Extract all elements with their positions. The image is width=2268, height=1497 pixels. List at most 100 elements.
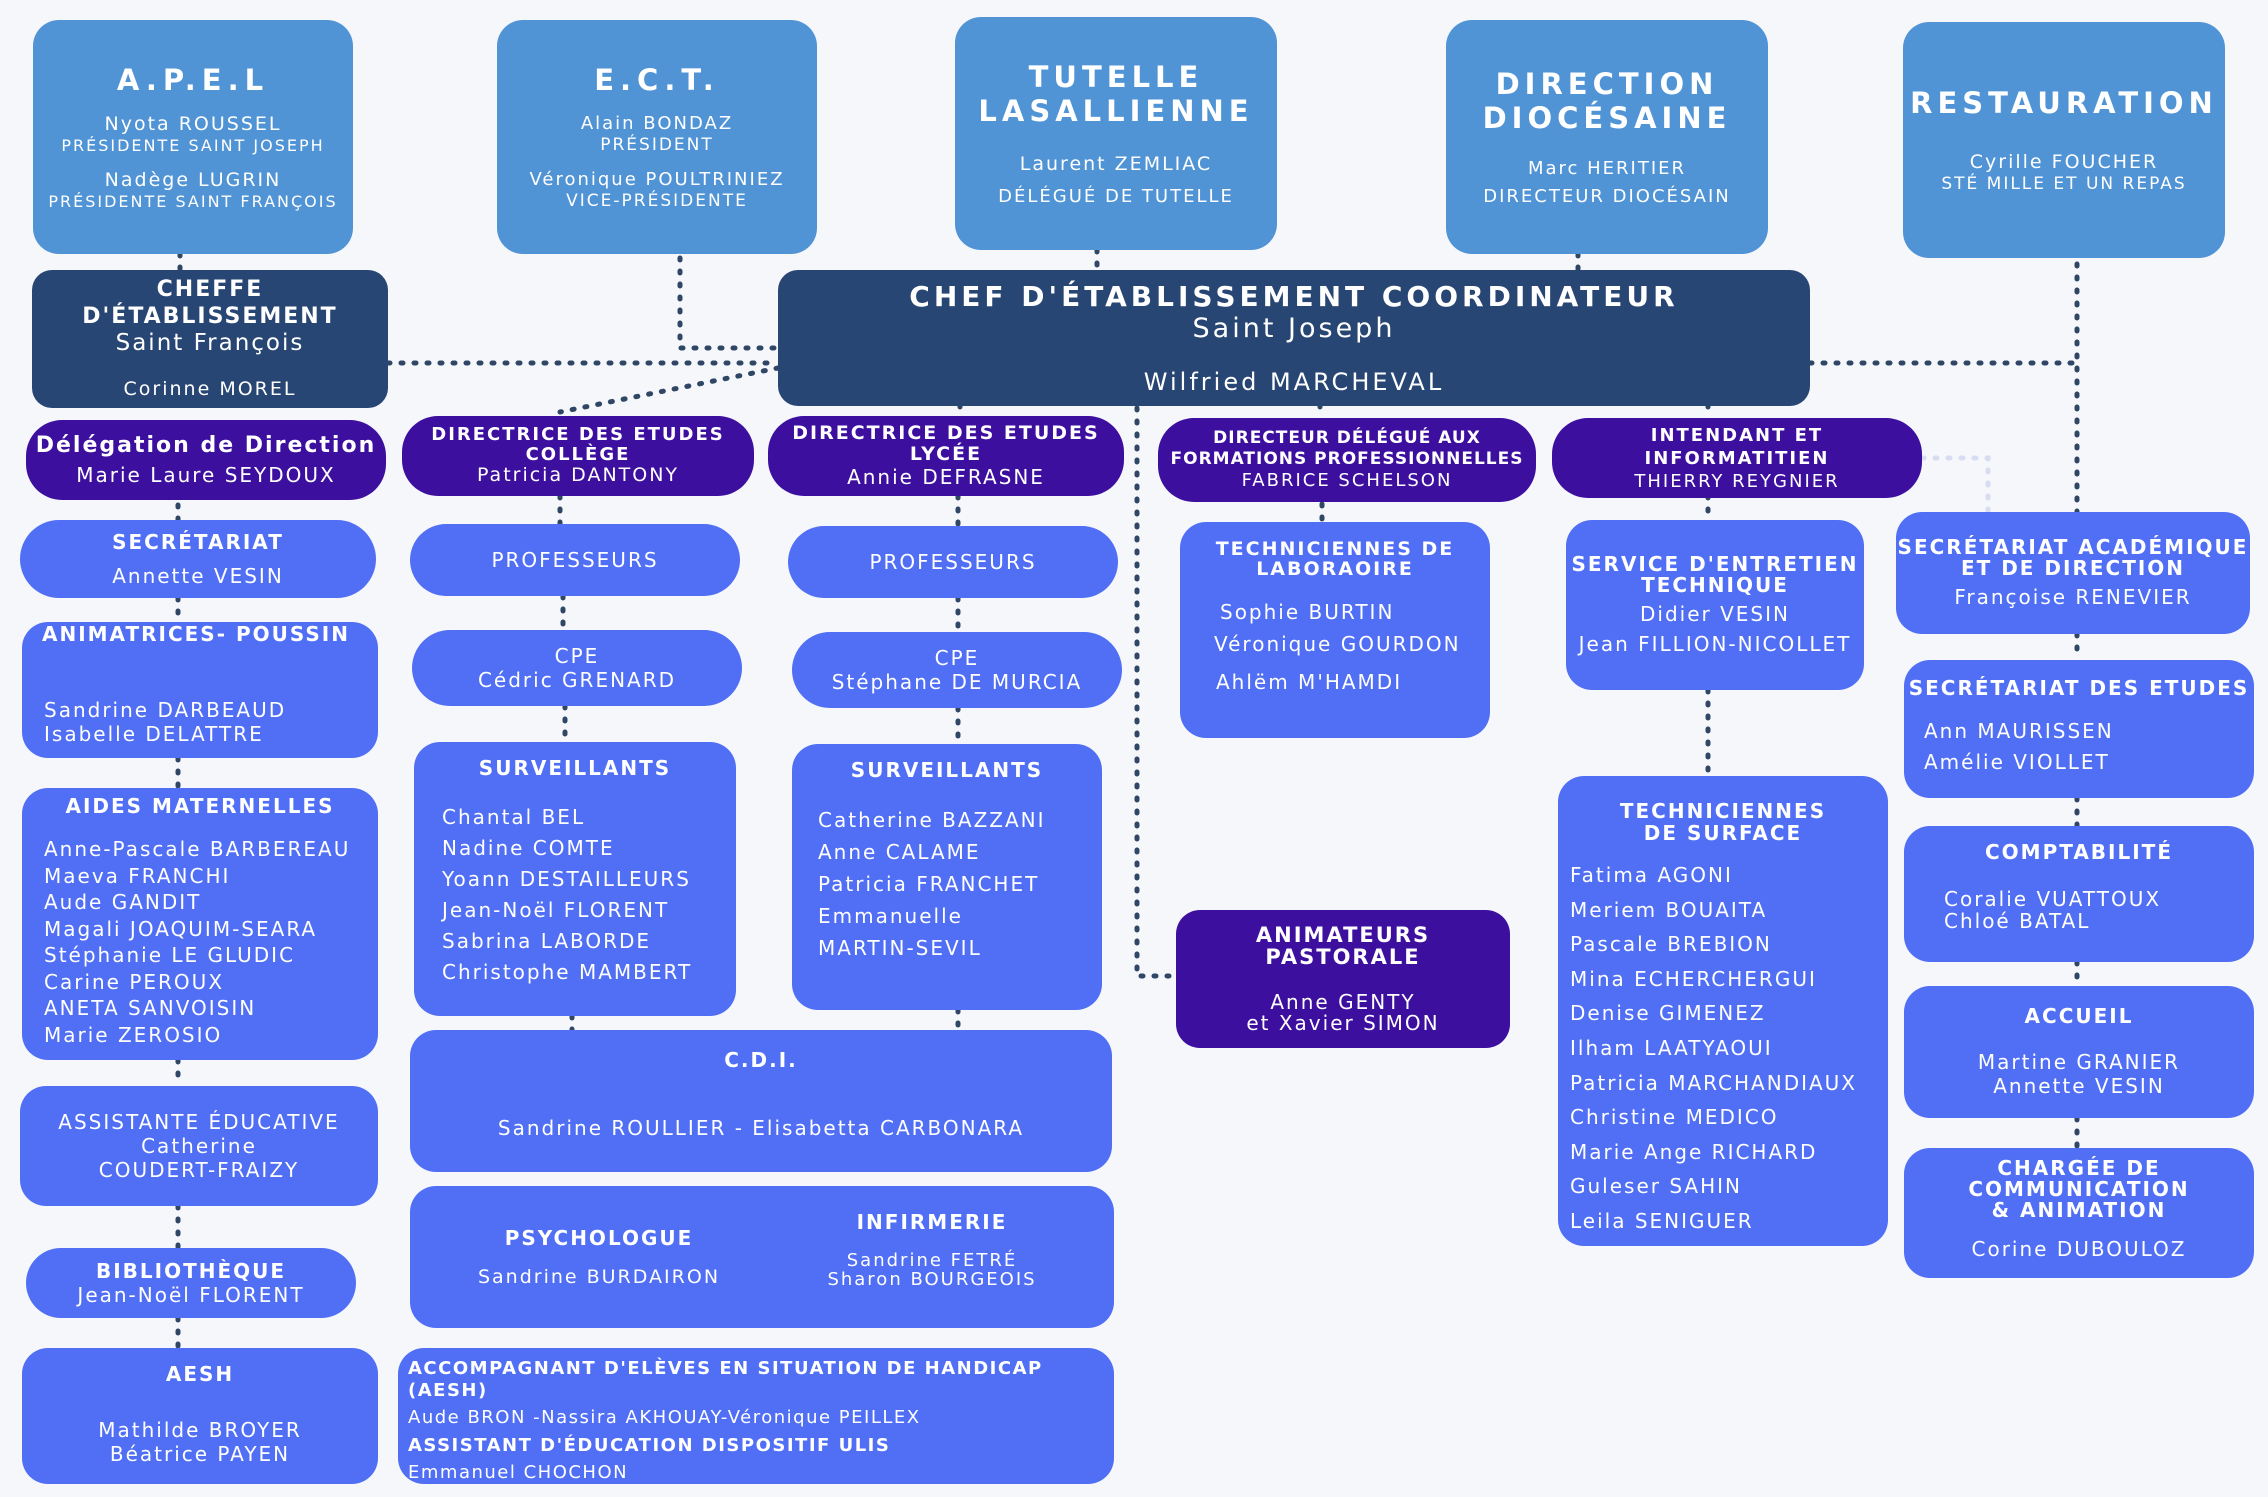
infirmerie-title: INFIRMERIE xyxy=(856,1210,1008,1235)
animateurs-pastorale-box: ANIMATEURS PASTORALE Anne GENTY et Xavie… xyxy=(1176,910,1510,1048)
chargee-communication-box: CHARGÉE DE COMMUNICATION & ANIMATION Cor… xyxy=(1904,1148,2254,1278)
dir-college-name: Patricia DANTONY xyxy=(476,464,680,487)
assistante-educative-box: ASSISTANTE ÉDUCATIVE Catherine COUDERT-F… xyxy=(20,1086,378,1206)
directeur-formations-box: DIRECTEUR DÉLÉGUÉ AUX FORMATIONS PROFESS… xyxy=(1158,418,1536,502)
surveillants-lycee-title: SURVEILLANTS xyxy=(850,758,1044,782)
aides-name-2: Maeva FRANCHI xyxy=(44,863,231,888)
cdi-names: Sandrine ROULLIER - Elisabetta CARBONARA xyxy=(497,1116,1025,1140)
apel-line-2: PRÉSIDENTE SAINT JOSEPH xyxy=(61,136,325,156)
accompagnant-names: Aude BRON -Nassira AKHOUAY-Véronique PEI… xyxy=(408,1407,921,1429)
surveillants-lycee-box: SURVEILLANTS Catherine BAZZANI Anne CALA… xyxy=(792,744,1102,1010)
chargee-name: Corine DUBOULOZ xyxy=(1971,1237,2187,1261)
apel-line-4: PRÉSIDENTE SAINT FRANÇOIS xyxy=(48,192,338,212)
tutelle-box: TUTELLE LASALLIENNE Laurent ZEMLIAC DÉLÉ… xyxy=(955,17,1277,250)
psychologue-title: PSYCHOLOGUE xyxy=(504,1225,694,1250)
entretien-title: SERVICE D'ENTRETIEN TECHNIQUE xyxy=(1571,552,1859,597)
comptabilite-title: COMPTABILITÉ xyxy=(1985,840,2173,864)
secretariat-title: SECRÉTARIAT xyxy=(112,530,284,554)
tutelle-title: TUTELLE LASALLIENNE xyxy=(978,59,1254,129)
professeurs-college-label: PROFESSEURS xyxy=(491,548,659,572)
dir-formations-name: FABRICE SCHELSON xyxy=(1241,470,1453,492)
connector-chef-college xyxy=(557,365,781,415)
aides-title: AIDES MATERNELLES xyxy=(65,794,335,818)
secretariat-academique-box: SECRÉTARIAT ACADÉMIQUE ET DE DIRECTION F… xyxy=(1896,512,2250,634)
surveillant-lycee-3: Patricia FRANCHET xyxy=(818,872,1040,896)
accueil-box: ACCUEIL Martine GRANIER Annette VESIN xyxy=(1904,986,2254,1118)
secr-etudes-name-1: Ann MAURISSEN xyxy=(1924,719,2114,743)
surface-name-8: Christine MEDICO xyxy=(1570,1105,1779,1130)
aesh-title: AESH xyxy=(165,1362,235,1386)
cdi-box: C.D.I. Sandrine ROULLIER - Elisabetta CA… xyxy=(410,1030,1112,1172)
cpe-lycee-box: CPE Stéphane DE MURCIA xyxy=(792,632,1122,708)
entretien-name-2: Jean FILLION-NICOLLET xyxy=(1578,632,1852,656)
surveillant-college-1: Chantal BEL xyxy=(442,805,586,829)
apel-line-1: Nyota ROUSSEL xyxy=(104,113,282,136)
labo-name-3: Ahlëm M'HAMDI xyxy=(1216,669,1403,694)
intendant-title: INTENDANT ET INFORMATITIEN xyxy=(1644,424,1830,470)
intendant-name: THIERRY REYGNIER xyxy=(1634,470,1840,492)
psychologue-section: PSYCHOLOGUE Sandrine BURDAIRON xyxy=(434,1226,764,1289)
comptabilite-name-1: Coralie VUATTOUX xyxy=(1944,887,2162,911)
accompagnant-title: ACCOMPAGNANT D'ELÈVES EN SITUATION DE HA… xyxy=(408,1358,1043,1401)
chef-coord-name: Wilfried MARCHEVAL xyxy=(1143,367,1445,396)
surveillants-college-box: SURVEILLANTS Chantal BEL Nadine COMTE Yo… xyxy=(414,742,736,1016)
cheffe-title: CHEFFE D'ÉTABLISSEMENT xyxy=(82,277,338,329)
cpe-lycee-name: Stéphane DE MURCIA xyxy=(831,670,1083,694)
accueil-name-2: Annette VESIN xyxy=(1993,1074,2165,1098)
ect-line-4: VICE-PRÉSIDENTE xyxy=(566,190,748,211)
aesh-name-1: Mathilde BROYER xyxy=(98,1418,302,1442)
connector-chef-restauration xyxy=(1807,255,2080,366)
animateurs-names: Anne GENTY et Xavier SIMON xyxy=(1246,990,1440,1036)
directrice-lycee-box: DIRECTRICE DES ETUDES LYCÉE Annie DEFRAS… xyxy=(768,416,1124,496)
cpe-college-box: CPE Cédric GRENARD xyxy=(412,630,742,706)
chef-coord-title: CHEF D'ÉTABLISSEMENT COORDINATEUR xyxy=(909,279,1679,313)
surveillant-lycee-1: Catherine BAZZANI xyxy=(818,808,1046,832)
labo-list: Sophie BURTIN Véronique GOURDON Ahlëm M'… xyxy=(1214,600,1461,694)
surface-name-1: Fatima AGONI xyxy=(1570,863,1733,887)
surface-name-9: Marie Ange RICHARD xyxy=(1570,1139,1818,1164)
restauration-box: RESTAURATION Cyrille FOUCHER STÉ MILLE E… xyxy=(1903,22,2225,258)
direction-line-1: Marc HERITIER xyxy=(1527,158,1687,180)
surveillant-college-2: Nadine COMTE xyxy=(442,836,615,860)
connector-ect-chef xyxy=(677,255,781,351)
techniciennes-laboratoire-box: TECHNICIENNES DE LABORAOIRE Sophie BURTI… xyxy=(1180,522,1490,738)
delegation-name: Marie Laure SEYDOUX xyxy=(76,463,336,488)
surveillant-college-6: Christophe MAMBERT xyxy=(442,960,693,984)
aesh-name-2: Béatrice PAYEN xyxy=(109,1442,291,1466)
surveillants-college-list: Chantal BEL Nadine COMTE Yoann DESTAILLE… xyxy=(442,802,692,988)
assistante-line-2: Catherine xyxy=(141,1134,257,1158)
chef-coordinateur-box: CHEF D'ÉTABLISSEMENT COORDINATEUR Saint … xyxy=(778,270,1810,406)
aides-name-5: Stéphanie LE GLUDIC xyxy=(44,943,296,967)
surveillant-lycee-4: Emmanuelle xyxy=(818,904,963,928)
cheffe-etablissement-box: CHEFFE D'ÉTABLISSEMENT Saint François Co… xyxy=(32,270,388,408)
ect-line-1: Alain BONDAZ xyxy=(580,113,734,135)
secretariat-name: Annette VESIN xyxy=(112,564,284,588)
secr-etudes-name-2: Amélie VIOLLET xyxy=(1924,750,2110,774)
surface-name-7: Patricia MARCHANDIAUX xyxy=(1570,1070,1858,1095)
assistant-ulis-name: Emmanuel CHOCHON xyxy=(408,1462,629,1484)
intendant-box: INTENDANT ET INFORMATITIEN THIERRY REYGN… xyxy=(1552,418,1922,498)
labo-title: TECHNICIENNES DE LABORAOIRE xyxy=(1215,538,1455,580)
aides-name-3: Aude GANDIT xyxy=(44,890,202,914)
surveillant-college-5: Sabrina LABORDE xyxy=(442,929,652,953)
professeurs-college-box: PROFESSEURS xyxy=(410,524,740,596)
tutelle-line-1: Laurent ZEMLIAC xyxy=(1019,153,1213,176)
bibliotheque-title: BIBLIOTHÈQUE xyxy=(95,1259,287,1283)
secr-etudes-title: SECRÉTARIAT DES ETUDES xyxy=(1908,676,2250,700)
cheffe-name: Corinne MOREL xyxy=(123,377,297,400)
surveillant-lycee-2: Anne CALAME xyxy=(818,840,981,864)
bibliotheque-name: Jean-Noël FLORENT xyxy=(77,1283,305,1307)
secr-etudes-list: Ann MAURISSEN Amélie VIOLLET xyxy=(1924,716,2114,778)
labo-name-2: Véronique GOURDON xyxy=(1214,631,1461,656)
surveillants-lycee-list: Catherine BAZZANI Anne CALAME Patricia F… xyxy=(818,804,1046,964)
cpe-college-label: CPE xyxy=(554,644,600,668)
cdi-title: C.D.I. xyxy=(724,1048,798,1072)
animatrices-box: ANIMATRICES- POUSSIN Sandrine DARBEAUD I… xyxy=(22,622,378,758)
tutelle-line-2: DÉLÉGUÉ DE TUTELLE xyxy=(998,185,1234,207)
apel-box: A.P.E.L Nyota ROUSSEL PRÉSIDENTE SAINT J… xyxy=(33,20,353,254)
surveillants-college-title: SURVEILLANTS xyxy=(478,756,672,780)
infirmerie-name: Sandrine FETRÉ Sharon BOURGEOIS xyxy=(827,1250,1037,1290)
aides-name-1: Anne-Pascale BARBEREAU xyxy=(44,837,351,861)
assistant-ulis-title: ASSISTANT D'ÉDUCATION DISPOSITIF ULIS xyxy=(408,1434,891,1456)
infirmerie-section: INFIRMERIE Sandrine FETRÉ Sharon BOURGEO… xyxy=(782,1210,1082,1290)
